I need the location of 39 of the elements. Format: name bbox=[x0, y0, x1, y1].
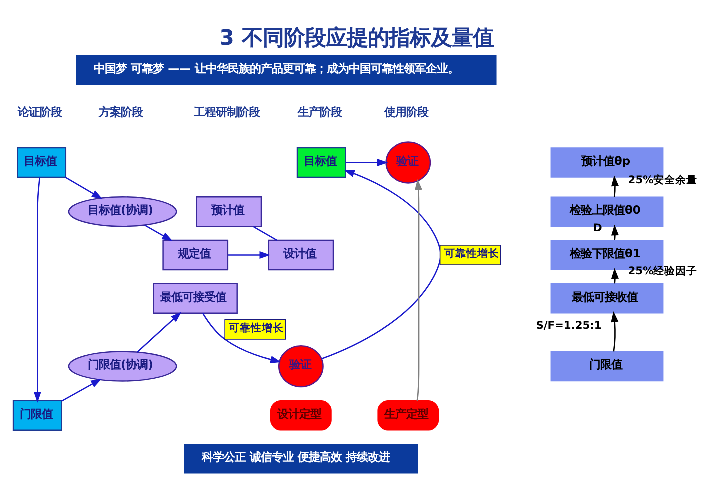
arrow bbox=[62, 378, 102, 402]
arrow bbox=[34, 177, 42, 402]
edge-label: 可靠性增长 bbox=[229, 321, 284, 334]
label: 工程研制阶段 bbox=[194, 104, 260, 118]
connector bbox=[253, 226, 278, 240]
edge-label: 可靠性增长 bbox=[444, 246, 500, 260]
arrow bbox=[414, 178, 422, 400]
arrow bbox=[611, 175, 620, 197]
label: 使用阶段 bbox=[384, 104, 429, 118]
label: 生产阶段 bbox=[298, 104, 342, 118]
node-box: 最低可接收值 bbox=[550, 282, 664, 314]
label: 中国梦 可靠梦 —— 让中华民族的产品更可靠；成为中国可靠性领军企业。 bbox=[94, 60, 459, 75]
node-box: 门限值 bbox=[550, 350, 664, 382]
node-ellipse: 门限值(协调) bbox=[68, 350, 178, 382]
node-box: 生产定型 bbox=[378, 400, 440, 430]
arrow bbox=[137, 312, 182, 352]
edge-label: S/F=1.25:1 bbox=[536, 318, 602, 332]
label: 论证阶段 bbox=[18, 104, 62, 118]
node-circle: 验证 bbox=[386, 141, 432, 184]
arrow bbox=[346, 158, 388, 166]
label: 方案阶段 bbox=[99, 104, 144, 118]
node-ellipse: 目标值(协调) bbox=[68, 196, 178, 227]
diagram-title: 3 不同阶段应提的指标及量值 bbox=[220, 25, 494, 50]
node-box: 目标值 bbox=[296, 146, 346, 178]
node-box: 设计定型 bbox=[270, 400, 332, 430]
arrow bbox=[65, 176, 103, 199]
arrow bbox=[611, 311, 619, 352]
node-box: 预计值 bbox=[196, 196, 262, 227]
arrow bbox=[144, 224, 173, 241]
node-circle: 验证 bbox=[278, 344, 324, 388]
node-box: 门限值 bbox=[12, 400, 62, 430]
arrow bbox=[202, 312, 282, 363]
node-box: 设计值 bbox=[268, 239, 334, 270]
arrow bbox=[228, 250, 271, 259]
node-box: 目标值 bbox=[17, 146, 67, 178]
label: 科学公正 诚信专业 便捷高效 持续改进 bbox=[202, 450, 390, 464]
node-box: 最低可接受值 bbox=[153, 282, 238, 314]
arrow bbox=[322, 170, 442, 360]
node-box: 规定值 bbox=[162, 239, 229, 270]
